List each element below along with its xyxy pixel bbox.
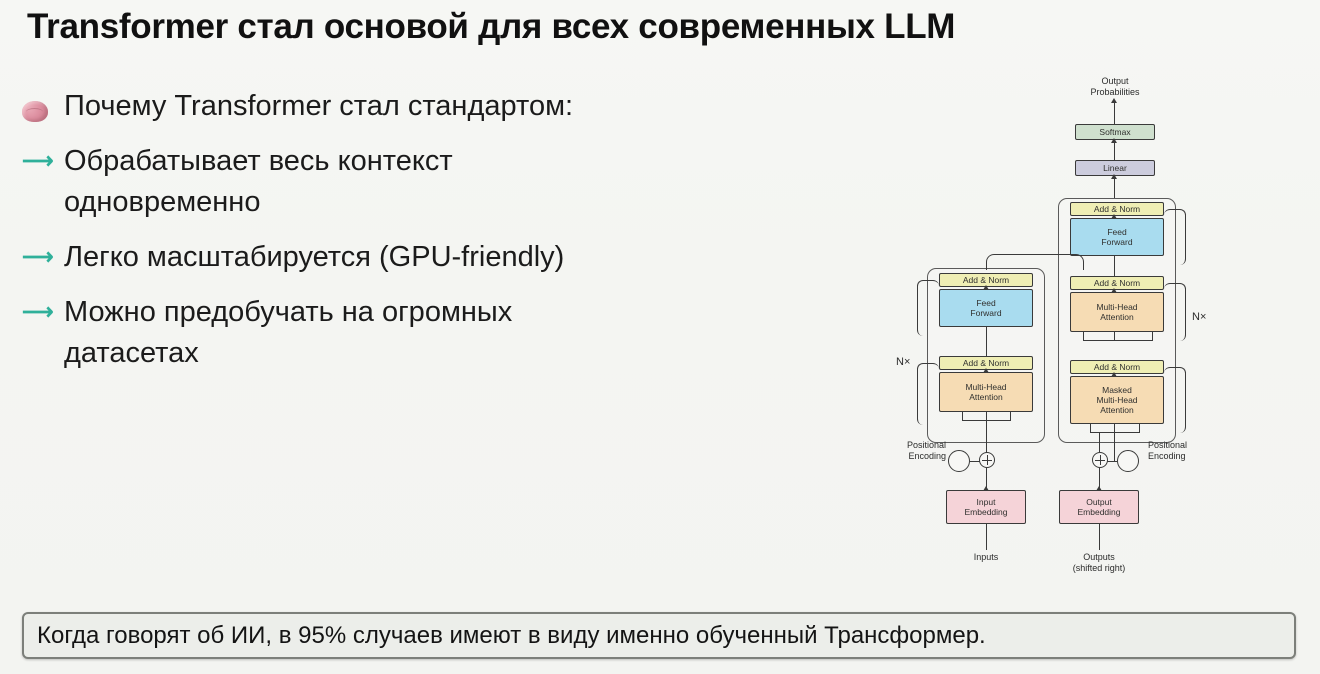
outputs-label: Outputs (shifted right) — [1072, 552, 1126, 573]
block-add-norm-decoder-2: Add & Norm — [1070, 276, 1164, 290]
callout-box: Когда говорят об ИИ, в 95% случаев имеют… — [22, 612, 1296, 659]
edge-qkv-k — [1083, 332, 1085, 341]
list-item: ⟶ Можно предобучать на огромных датасета… — [18, 292, 818, 374]
edge-encoder-k — [962, 412, 964, 421]
edge-input-embed-up — [986, 468, 988, 490]
positional-encoding-wave-right — [1117, 450, 1139, 472]
edge-masked-v — [1139, 424, 1141, 433]
transformer-architecture-diagram: Output Probabilities Softmax Linear N× A… — [880, 68, 1260, 588]
list-item-line-1: Почему Transformer стал стандартом: — [64, 90, 574, 122]
edge-outputs — [1099, 524, 1101, 550]
residual-connection — [917, 280, 939, 336]
edge-output-embed-up — [1099, 468, 1101, 490]
plus-icon — [986, 455, 988, 465]
bullet-list: Почему Transformer стал стандартом: ⟶ Об… — [18, 86, 818, 388]
edge-decoder-to-linear — [1114, 176, 1116, 198]
residual-connection — [1164, 283, 1186, 341]
edge-into-encoder — [986, 420, 988, 462]
block-add-norm-decoder-3: Add & Norm — [1070, 202, 1164, 216]
arrowhead-icon — [983, 486, 989, 491]
arrow-right-icon: ⟶ — [22, 299, 54, 324]
edge-masked-q — [1114, 424, 1116, 433]
edge-pos-left — [970, 461, 980, 463]
output-probabilities-label: Output Probabilities — [1090, 76, 1140, 97]
edge-encoder-v — [1010, 412, 1012, 421]
edge-inputs — [986, 524, 988, 550]
edge-softmax-to-output — [1114, 102, 1116, 124]
arrowhead-icon — [983, 285, 989, 290]
list-item-line-1: Легко масштабируется (GPU-friendly) — [64, 241, 565, 273]
residual-connection — [1164, 367, 1186, 433]
list-item-line-1: Можно предобучать на огромных — [64, 296, 513, 328]
list-item-text: Легко масштабируется (GPU-friendly) — [64, 237, 818, 278]
residual-connection — [1164, 209, 1186, 265]
list-item: ⟶ Обрабатывает весь контекст одновременн… — [18, 141, 818, 223]
nx-right-label: N× — [1192, 311, 1207, 323]
arrowhead-icon — [1111, 214, 1117, 219]
edge-ff-in — [1114, 256, 1116, 276]
edge-qkv-q — [1114, 332, 1116, 341]
arrowhead-icon — [1111, 98, 1117, 103]
brain-icon — [18, 86, 64, 126]
inputs-label: Inputs — [973, 552, 999, 562]
edge-encoder-to-decoder — [986, 254, 1084, 270]
list-item-text: Почему Transformer стал стандартом: — [64, 86, 818, 127]
list-item: ⟶ Легко масштабируется (GPU-friendly) — [18, 237, 818, 278]
residual-connection — [917, 363, 939, 425]
arrow-right-icon: ⟶ — [22, 244, 54, 269]
plus-icon — [1099, 455, 1101, 465]
positional-encoding-wave-left — [948, 450, 970, 472]
list-item-text: Можно предобучать на огромных датасетах — [64, 292, 818, 374]
positional-encoding-left-label: Positional Encoding — [906, 440, 946, 461]
list-item-line-2: датасетах — [64, 337, 199, 369]
edge-linear-to-softmax — [1114, 140, 1116, 160]
callout-text: Когда говорят об ИИ, в 95% случаев имеют… — [37, 621, 986, 649]
arrow-right-icon: ⟶ — [22, 148, 54, 173]
edge-qkv-v — [1152, 332, 1154, 341]
nx-left-label: N× — [896, 356, 911, 368]
positional-encoding-right-label: Positional Encoding — [1148, 440, 1188, 461]
list-item: Почему Transformer стал стандартом: — [18, 86, 818, 127]
arrowhead-icon — [1111, 288, 1117, 293]
block-add-norm-decoder-1: Add & Norm — [1070, 360, 1164, 374]
list-item-line-1: Обрабатывает весь контекст — [64, 145, 453, 177]
arrowhead-icon — [1111, 372, 1117, 377]
edge-output-embed-to-decoder — [1099, 433, 1101, 452]
edge-into-decoder — [1114, 432, 1116, 462]
edge-masked-k — [1090, 424, 1092, 433]
arrowhead-icon — [1111, 138, 1117, 143]
list-item-line-2: одновременно — [64, 186, 261, 218]
page-title: Transformer стал основой для всех соврем… — [27, 7, 956, 46]
list-item-text: Обрабатывает весь контекст одновременно — [64, 141, 818, 223]
arrowhead-icon — [983, 368, 989, 373]
edge-pos-right — [1107, 461, 1117, 463]
edge-qkv — [1083, 340, 1153, 342]
arrowhead-icon — [1096, 486, 1102, 491]
edge-encoder-q — [986, 412, 988, 421]
arrowhead-icon — [1111, 174, 1117, 179]
edge-encoder-mid — [986, 327, 988, 357]
